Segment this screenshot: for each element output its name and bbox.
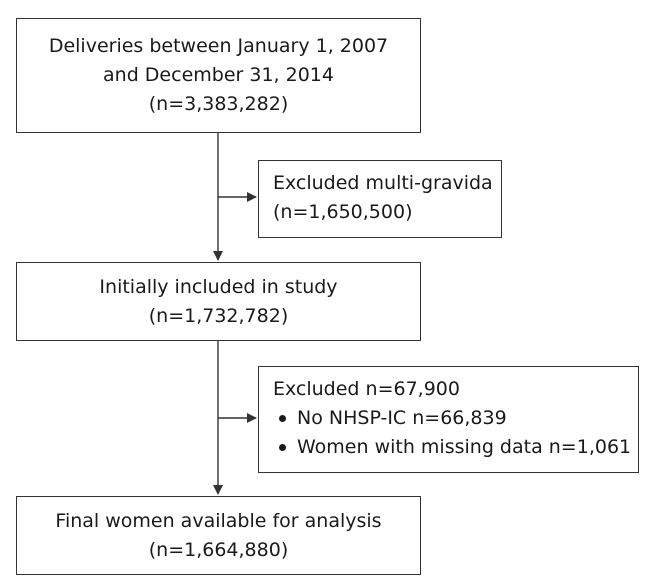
final-box: Final women available for analysis (n=1,… [16, 496, 421, 575]
initially-included-label: Initially included in study [99, 275, 338, 298]
excluded-multigravida-label: Excluded multi-gravida [273, 172, 493, 194]
deliveries-line-2: and December 31, 2014 [103, 64, 334, 86]
excluded-reason-text: No NHSP-IC n=66,839 [297, 407, 507, 429]
excluded-multigravida-count: (n=1,650,500) [273, 201, 413, 223]
initially-included-count: (n=1,732,782) [148, 304, 289, 327]
excluded-second-box: Excluded n=67,900 No NHSP-IC n=66,839 Wo… [258, 366, 639, 473]
final-count: (n=1,664,880) [148, 538, 289, 561]
bullet-icon [279, 415, 286, 422]
final-label: Final women available for analysis [55, 509, 382, 532]
bullet-icon [279, 444, 286, 451]
excluded-multigravida-box: Excluded multi-gravida (n=1,650,500) [258, 160, 502, 238]
excluded-reason-item: No NHSP-IC n=66,839 [273, 404, 638, 433]
excluded-reason-text: Women with missing data n=1,061 [297, 436, 632, 458]
excluded-reasons-list: No NHSP-IC n=66,839 Women with missing d… [273, 404, 638, 462]
excluded-second-title: Excluded n=67,900 [273, 378, 460, 400]
excluded-reason-item: Women with missing data n=1,061 [273, 433, 638, 462]
deliveries-count: (n=3,383,282) [148, 93, 289, 115]
initially-included-box: Initially included in study (n=1,732,782… [16, 262, 421, 341]
deliveries-line-1: Deliveries between January 1, 2007 [48, 35, 389, 57]
deliveries-box: Deliveries between January 1, 2007 and D… [16, 18, 421, 133]
